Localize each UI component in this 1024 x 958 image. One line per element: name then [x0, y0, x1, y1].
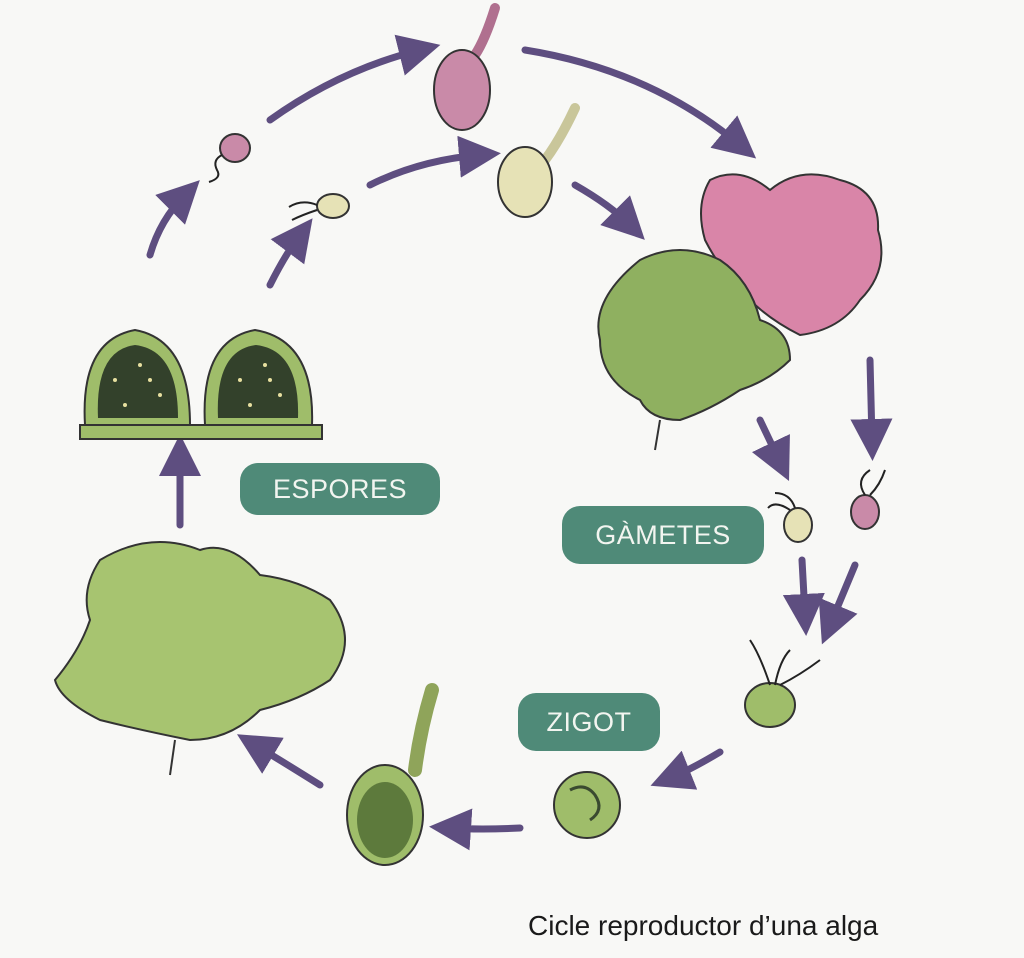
zygote-label: ZIGOT [518, 693, 660, 751]
arrow [266, 34, 441, 124]
arrow [650, 748, 724, 790]
arrow [850, 356, 893, 461]
arrow [521, 46, 757, 159]
spore-pink [208, 133, 251, 183]
fertilized-egg [744, 639, 821, 728]
male-gamete-large [497, 103, 580, 218]
male-gamete-small [767, 492, 813, 543]
green-alga-sporophyte [53, 541, 346, 776]
arrow [429, 808, 524, 851]
spore-cream [288, 193, 350, 221]
female-gamete-small [850, 469, 886, 530]
arrow [782, 556, 825, 636]
figure-caption: Cicle reproductor d’una alga [528, 910, 879, 941]
arrow [571, 181, 645, 240]
zygote [553, 771, 621, 839]
arrow [266, 218, 313, 289]
germinating-zygote [346, 683, 439, 866]
cycle-arrows [146, 34, 893, 851]
arrow [818, 561, 859, 645]
arrow [366, 135, 501, 189]
sporangia [79, 328, 323, 440]
green-alga-gametophyte [597, 249, 792, 451]
arrow [752, 416, 790, 481]
female-gamete-large [433, 3, 500, 131]
arrow [146, 180, 200, 259]
arrow [236, 734, 324, 789]
spores-label: ESPORES [240, 463, 440, 515]
gametes-label: GÀMETES [562, 506, 764, 564]
